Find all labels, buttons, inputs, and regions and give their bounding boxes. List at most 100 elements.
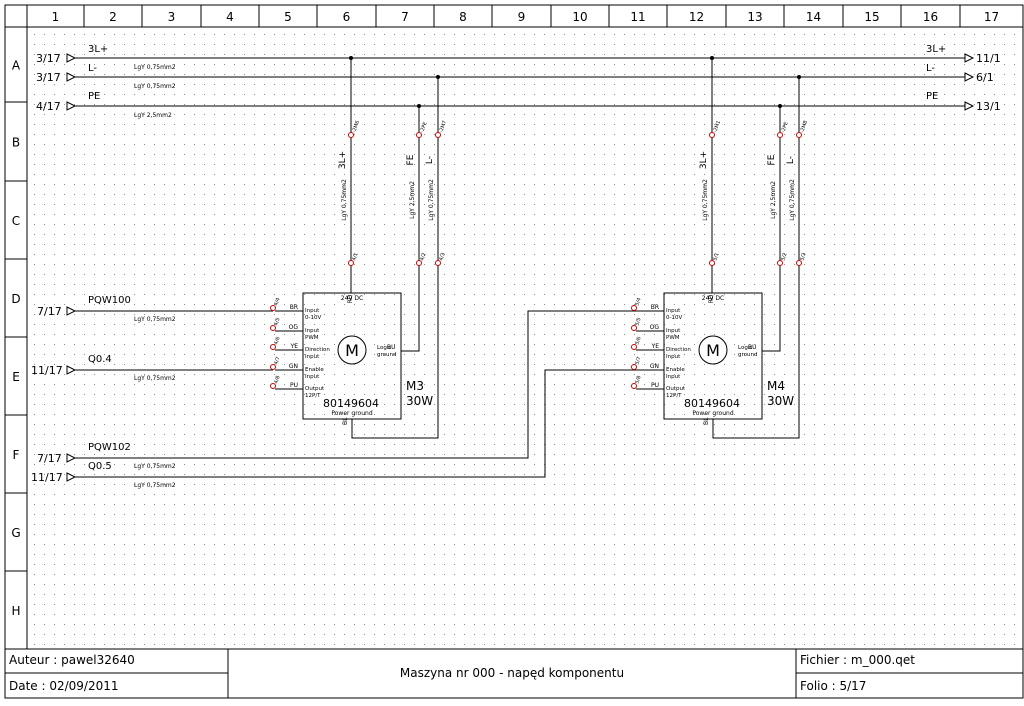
input-label: PWM <box>666 335 680 341</box>
rail-output-ref: 13/1 <box>976 100 1001 113</box>
motor-tag: M4 <box>767 379 785 393</box>
input-label: Output <box>666 386 686 392</box>
terminal-icon <box>631 383 637 389</box>
terminal-ref: 4/6 <box>273 336 281 346</box>
terminal-icon <box>631 344 637 350</box>
terminal-icon <box>348 260 354 266</box>
wire-cable-label: LgY 0,75mm2 <box>428 179 435 221</box>
folio-field: Folio : 5/17 <box>800 679 867 693</box>
signal-ref: 7/17 <box>37 452 62 465</box>
column-number: 16 <box>923 10 938 24</box>
input-label: Input <box>666 354 681 360</box>
cable-label: LgY 0,75mm2 <box>134 463 176 470</box>
terminal-icon <box>435 260 441 266</box>
terminal-icon <box>631 305 637 311</box>
lminus-return <box>351 263 439 439</box>
logic-label: Logic <box>377 345 391 351</box>
motor-box <box>302 292 402 420</box>
rail-label: L- <box>88 63 97 74</box>
signal-wire <box>75 369 636 478</box>
junction-dot <box>417 104 421 108</box>
supply-label: 24V DC <box>702 295 724 302</box>
rail-input-ref: 3/17 <box>36 71 61 84</box>
terminal-icon <box>631 325 637 331</box>
motor-power: 30W <box>406 394 433 408</box>
pin-label: GN <box>650 363 659 370</box>
pin-label: OG <box>289 324 299 331</box>
fe-wire <box>762 263 781 352</box>
signal-label: PQW100 <box>88 295 131 306</box>
signal-label: Q0.4 <box>88 354 112 365</box>
wire-label: L- <box>425 156 435 164</box>
pin-label: BR <box>290 304 298 311</box>
arrow-out-icon <box>964 53 975 63</box>
column-number: 4 <box>226 10 234 24</box>
signal-wire <box>75 310 636 459</box>
terminal-icon <box>416 132 422 138</box>
terminal-icon <box>270 383 276 389</box>
pin-label: YE <box>651 343 660 350</box>
wire-label: 3L+ <box>699 151 709 169</box>
column-number: 2 <box>109 10 117 24</box>
ground-label: Power ground <box>692 410 733 417</box>
input-label: Input <box>305 374 320 380</box>
terminal-icon <box>777 132 783 138</box>
terminal-icon <box>270 305 276 311</box>
motor-icon <box>337 335 367 365</box>
input-label: 12P/T <box>305 393 321 399</box>
signal-label: Q0.5 <box>88 461 112 472</box>
input-label: 12P/T <box>666 393 682 399</box>
motor-tag: M3 <box>406 379 424 393</box>
junction-dot <box>436 75 440 79</box>
pin-label: YE <box>290 343 299 350</box>
pin-label: BR <box>651 304 659 311</box>
wire-cable-label: LgY 0,75mm2 <box>702 179 709 221</box>
terminal-ref: 4/1 <box>351 252 359 262</box>
logic-label: ground <box>377 352 396 358</box>
input-label: PWM <box>305 335 319 341</box>
pin-label: GN <box>289 363 298 370</box>
wire-label: FE <box>767 154 777 165</box>
motor-icon-letter: M <box>345 341 359 360</box>
arrow-in-icon <box>66 472 77 482</box>
date-field: Date : 02/09/2011 <box>9 679 119 693</box>
arrow-out-icon <box>964 72 975 82</box>
column-number: 13 <box>747 10 762 24</box>
author-field: Auteur : pawel32640 <box>9 653 135 667</box>
terminal-ref: 5/1 <box>712 252 720 262</box>
motor-box <box>663 292 763 420</box>
terminal-ref: 4/8 <box>273 375 281 385</box>
input-label: 0-10V <box>666 315 682 321</box>
wire-label: 3L+ <box>338 151 348 169</box>
terminal-ref: 5/6 <box>634 336 642 346</box>
terminal-ref: -2M8 <box>799 120 809 134</box>
arrow-in-icon <box>66 72 77 82</box>
motor-icon-letter: M <box>706 341 720 360</box>
row-letter: A <box>12 59 21 73</box>
input-label: Direction <box>666 347 691 353</box>
input-label: Input <box>305 354 320 360</box>
rail-label: PE <box>926 91 938 102</box>
signal-ref: 11/17 <box>31 364 63 377</box>
column-number: 7 <box>401 10 409 24</box>
column-number: 6 <box>343 10 351 24</box>
terminal-ref: 5/5 <box>634 317 642 327</box>
signal-ref: 11/17 <box>31 471 63 484</box>
terminal-icon <box>348 132 354 138</box>
arrow-out-icon <box>964 101 975 111</box>
row-letter: F <box>13 448 20 462</box>
wire-cable-label: LgY 2,5mm2 <box>770 181 777 219</box>
terminal-ref: 4/4 <box>273 297 281 307</box>
rail-output-ref: 11/1 <box>976 52 1001 65</box>
terminal-ref: -2PE <box>419 121 428 134</box>
input-label: Input <box>666 328 681 334</box>
file-field: Fichier : m_000.qet <box>800 653 916 667</box>
terminal-ref: 4/3 <box>438 252 446 262</box>
junction-dot <box>778 104 782 108</box>
cable-label: LgY 0,75mm2 <box>134 482 176 489</box>
row-letter: D <box>11 292 20 306</box>
column-number: 8 <box>459 10 467 24</box>
terminal-icon <box>709 132 715 138</box>
